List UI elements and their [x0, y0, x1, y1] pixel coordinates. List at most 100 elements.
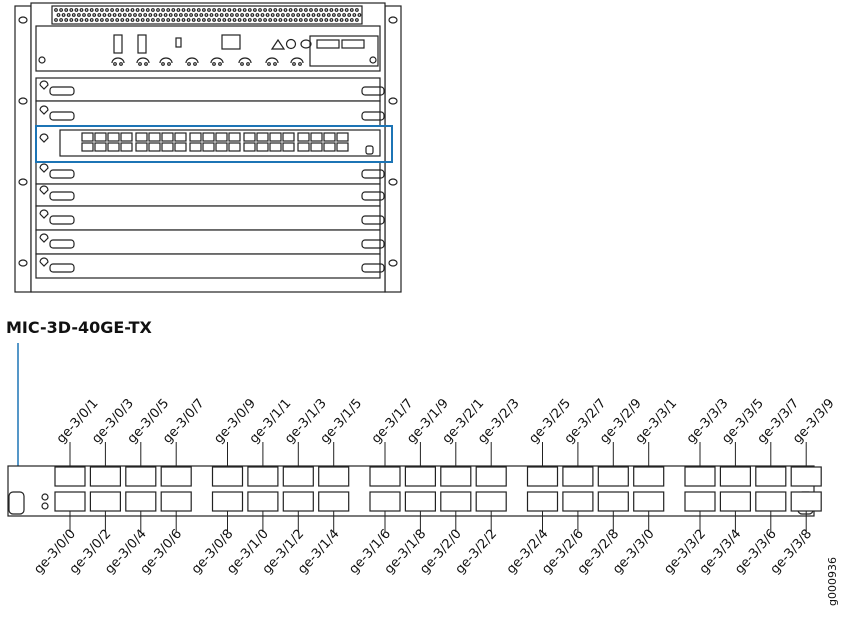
slot-screw-icon [39, 233, 49, 243]
vent-hole [232, 18, 237, 22]
vent-hole [196, 8, 201, 12]
slot-screw-icon [39, 105, 49, 115]
vent-hole [212, 18, 217, 22]
vent-hole [342, 13, 347, 17]
slot-blank [35, 100, 381, 127]
mic-faceplate [7, 442, 822, 532]
vent-hole [273, 8, 278, 12]
mini-port [269, 142, 282, 152]
mini-ejector [365, 145, 374, 155]
vent-hole [337, 13, 341, 17]
vent-hole [150, 8, 155, 12]
connector-pin [161, 62, 165, 66]
vent-hole [304, 18, 308, 22]
vent-hole [130, 8, 135, 12]
vent-hole [219, 13, 224, 17]
vent-hole [171, 18, 176, 22]
mini-port [282, 142, 295, 152]
connector-pin [138, 62, 142, 66]
vent-hole [286, 13, 290, 17]
vent-hole [349, 18, 354, 22]
mini-port [256, 142, 269, 152]
vent-hole [329, 18, 334, 22]
craft-screws [38, 56, 377, 64]
slot-handle [361, 191, 385, 201]
port-top [719, 466, 752, 487]
vent-hole [153, 13, 158, 17]
vent-hole [166, 18, 171, 22]
vent-hole [268, 18, 273, 22]
left-ejector [8, 491, 25, 515]
vent-hole [76, 13, 81, 17]
connector-pin [240, 62, 244, 66]
vent-hole [212, 8, 217, 12]
vent-hole [250, 13, 255, 17]
port-bottom [282, 491, 314, 512]
vent-hole [281, 13, 285, 17]
port-bottom [597, 491, 629, 512]
vent-hole [171, 8, 176, 12]
mic-highlight [35, 125, 393, 163]
connector-icon [159, 57, 173, 64]
vent-hole [357, 13, 362, 17]
mini-port [336, 132, 349, 142]
slot-blank [35, 183, 381, 207]
vent-hole [314, 8, 319, 12]
vent-hole [204, 13, 209, 17]
mini-port [228, 142, 241, 152]
vent-hole [339, 8, 344, 12]
port-top [684, 466, 716, 487]
vent-hole [207, 8, 211, 12]
slot-screw-icon [39, 80, 49, 90]
vent-hole [59, 8, 63, 12]
port-bottom [160, 491, 192, 512]
vent-hole [125, 8, 130, 12]
mini-port [161, 132, 174, 142]
vent-hole [255, 13, 260, 17]
port-bottom [54, 491, 86, 512]
port-bottom [440, 491, 472, 512]
vent-hole [178, 13, 183, 17]
vent-hole [130, 18, 135, 22]
port-top [282, 466, 314, 487]
vent-hole [189, 13, 194, 17]
vent-hole [242, 8, 247, 12]
port-top [160, 466, 192, 487]
port-top [211, 466, 244, 487]
port-bottom [247, 491, 279, 512]
port-top [404, 466, 436, 487]
mini-port [243, 132, 256, 142]
vent-hole [69, 18, 74, 22]
connector-icon [111, 57, 125, 64]
chassis-illustration [14, 2, 402, 293]
vent-hole [252, 8, 257, 12]
vent-hole [334, 18, 339, 22]
vent-hole [278, 18, 283, 22]
mini-port [161, 142, 174, 152]
port-top [790, 466, 822, 487]
vent-hole [156, 18, 160, 22]
vent-hole [112, 13, 117, 17]
vent-hole [214, 13, 219, 17]
vent-hole [135, 18, 140, 22]
vent-hole [166, 8, 171, 12]
vent-hole [332, 13, 336, 17]
mini-port [81, 142, 94, 152]
vent-hole [74, 18, 79, 22]
vent-hole [87, 13, 91, 17]
vent-hole [92, 13, 97, 17]
vent-hole [283, 18, 288, 22]
slot-handle [361, 111, 385, 121]
vent-hole [107, 13, 112, 17]
vent-hole [97, 13, 102, 17]
mini-port [107, 132, 120, 142]
connector-pin [119, 62, 123, 66]
port-bottom [89, 491, 122, 512]
ear-holes [18, 16, 398, 267]
vent-hole [168, 13, 173, 17]
vent-hole [258, 8, 262, 12]
port-top [475, 466, 507, 487]
vent-hole [191, 18, 196, 22]
vent-hole [235, 13, 239, 17]
